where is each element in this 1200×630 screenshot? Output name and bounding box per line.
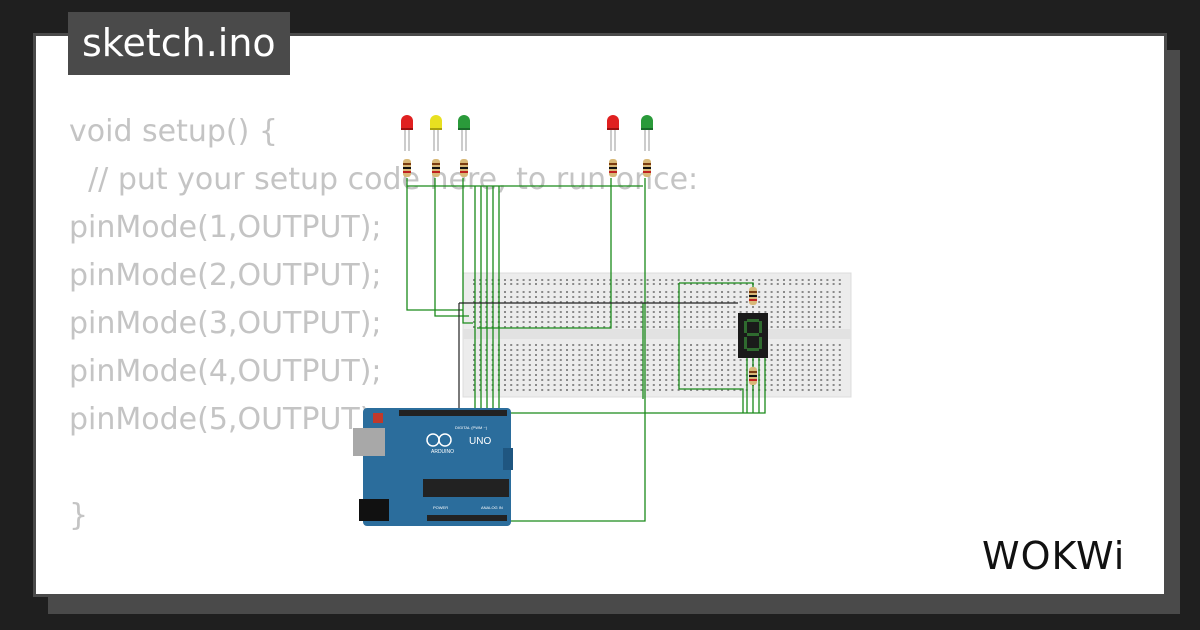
power-jack [359, 499, 389, 521]
wires [406, 178, 766, 522]
atmega-chip [423, 479, 509, 497]
usb-port [353, 428, 385, 456]
circuit-diagram: UNO ARDUINO DIGITAL (PWM ~) ANALOG IN PO… [353, 115, 852, 526]
code-line: } [69, 498, 89, 533]
led-green-1 [458, 115, 470, 151]
seven-segment-display [738, 313, 768, 358]
code-line: pinMode(2,OUTPUT); [69, 258, 382, 293]
digital-label: DIGITAL (PWM ~) [455, 425, 488, 430]
led-red-1 [401, 115, 413, 151]
file-title-tab: sketch.ino [68, 12, 290, 75]
digital-header [399, 410, 507, 416]
code-line: pinMode(5,OUTPUT); [69, 402, 382, 437]
leds [401, 115, 653, 151]
board-brand: ARDUINO [431, 449, 454, 455]
breadboard [462, 272, 852, 398]
power-analog-header [427, 515, 507, 521]
code-line: void setup() { [69, 114, 278, 149]
led-green-2 [641, 115, 653, 151]
code-line: pinMode(4,OUTPUT); [69, 354, 382, 389]
code-line: pinMode(1,OUTPUT); [69, 210, 382, 245]
power-label: POWER [433, 505, 448, 510]
led-yellow [430, 115, 442, 151]
arduino-uno-board: UNO ARDUINO DIGITAL (PWM ~) ANALOG IN PO… [353, 408, 513, 526]
reset-button [373, 413, 383, 423]
resistors [403, 159, 757, 385]
analog-label: ANALOG IN [481, 505, 503, 510]
logo-text: WOKWi [982, 534, 1125, 578]
code-preview: void setup() { // put your setup code he… [69, 108, 699, 594]
led-red-2 [607, 115, 619, 151]
wokwi-logo: WOKWi [982, 534, 1125, 578]
code-line: // put your setup code here, to run once… [69, 162, 699, 197]
code-line: pinMode(3,OUTPUT); [69, 306, 382, 341]
board-model: UNO [469, 436, 491, 447]
preview-card: void setup() { // put your setup code he… [33, 33, 1167, 597]
